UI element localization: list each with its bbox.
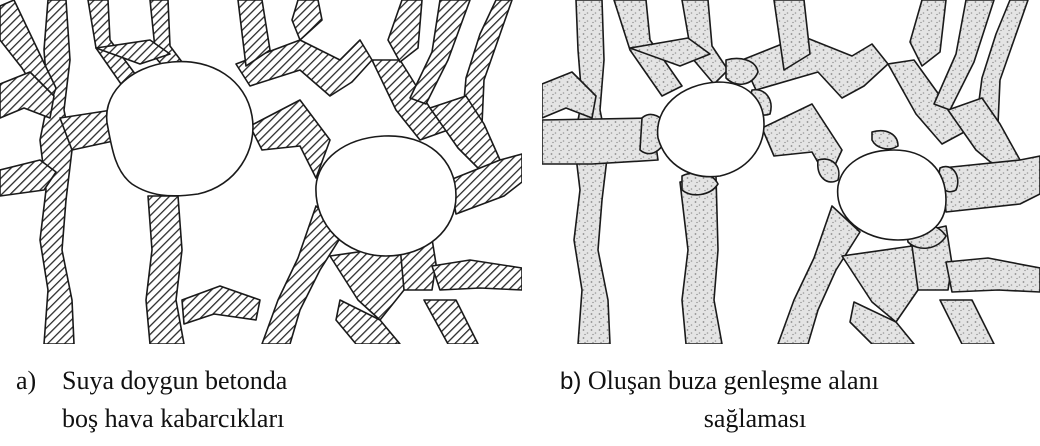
pore-channel — [910, 0, 946, 66]
pore-channel — [250, 100, 330, 178]
pore-channel — [680, 176, 722, 344]
pore-channel — [574, 0, 610, 344]
air-bubble — [658, 82, 764, 177]
caption-b-marker: b) — [560, 368, 581, 395]
panel-b-diagram — [542, 0, 1040, 344]
pore-channel — [292, 0, 322, 40]
caption-a-marker: a) — [16, 362, 36, 400]
air-bubble — [107, 62, 253, 196]
ice-intrusion — [872, 131, 898, 149]
pore-channel — [424, 300, 478, 344]
pore-channel — [742, 36, 888, 98]
pore-channel — [778, 206, 860, 344]
caption-b-line2: sağlaması — [560, 400, 950, 438]
ice-filled-network — [542, 0, 1040, 344]
pore-channel — [940, 300, 994, 344]
air-bubble — [316, 136, 456, 256]
caption-a-line2: boş hava kabarcıkları — [62, 400, 284, 438]
pore-channel — [432, 260, 522, 290]
caption-b-line1-wrap: b) Oluşan buza genleşme alanı — [560, 362, 879, 401]
pore-channel — [946, 258, 1040, 292]
panel-a-diagram — [0, 0, 522, 344]
caption-a-line1: Suya doygun betonda — [62, 362, 287, 400]
pore-channel — [146, 196, 184, 344]
pore-channel — [388, 0, 422, 62]
pore-channel — [182, 286, 260, 324]
caption-b-line1: Oluşan buza genleşme alanı — [588, 366, 879, 395]
